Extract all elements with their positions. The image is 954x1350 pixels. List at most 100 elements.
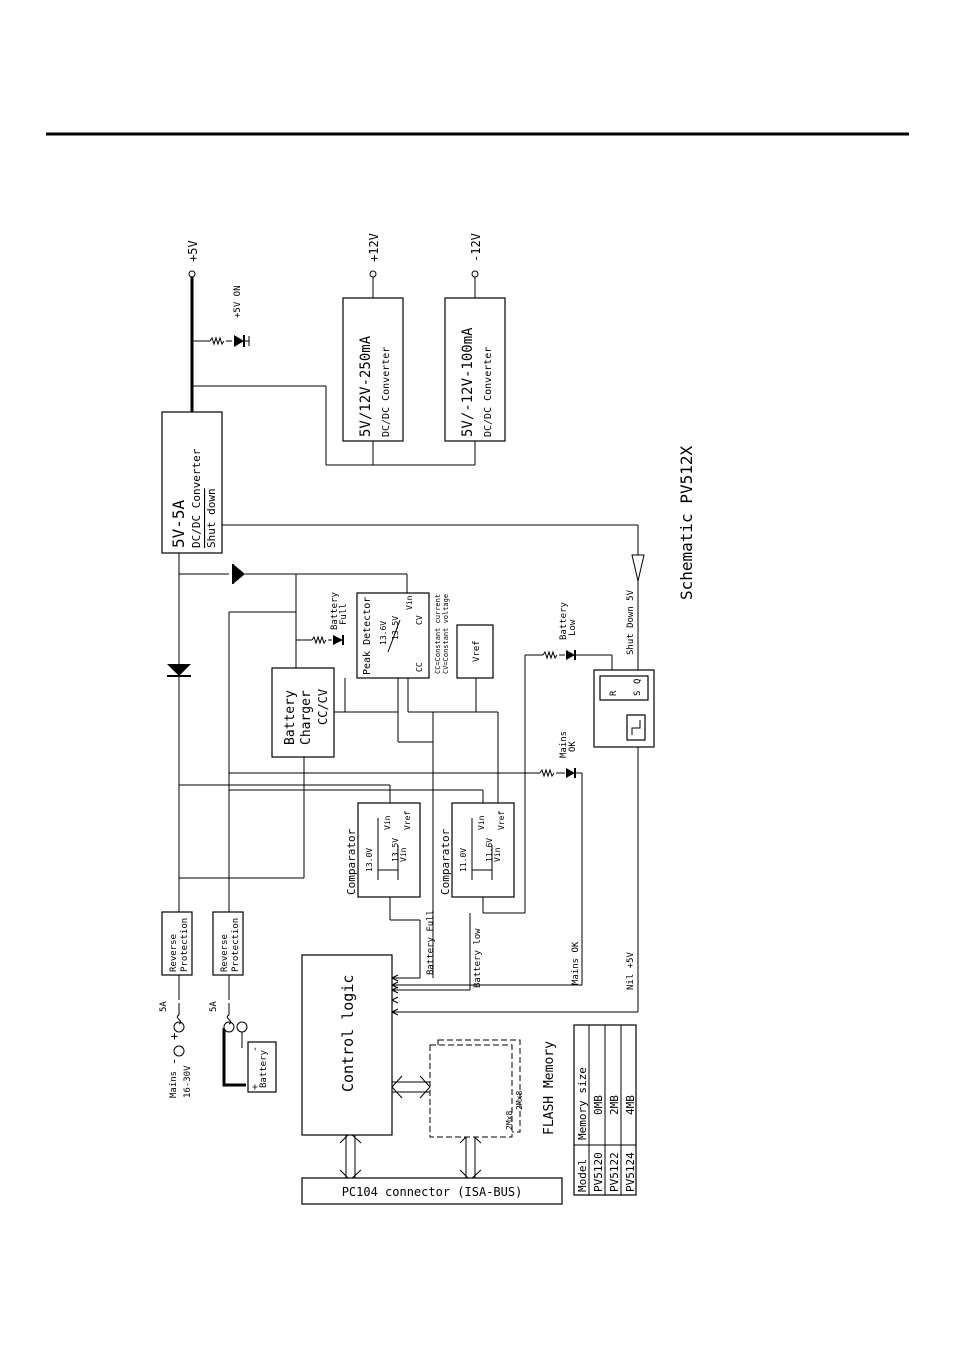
- memory-table-size-1: 2MB: [608, 1095, 621, 1115]
- memory-table-model-1: PV5122: [608, 1152, 621, 1192]
- ff-r: R: [609, 690, 619, 696]
- memory-size-table: [573, 1024, 637, 1196]
- mains-label-2: 16-30V: [183, 1065, 193, 1098]
- dcdc-5v-block: [161, 411, 223, 554]
- dcdc-5v-subtitle: DC/DC Converter: [190, 448, 203, 548]
- comparator-1-v1: 13.0V: [365, 848, 374, 872]
- signal-battery-full: Battery Full: [426, 910, 436, 975]
- fuses: [173, 1014, 248, 1057]
- led-mains-ok: [566, 768, 576, 778]
- ff-s: S: [633, 691, 643, 696]
- rp1-line-1: Reverse: [169, 934, 179, 972]
- peak-note-2: CV=Constant voltage: [442, 594, 450, 674]
- mains-ok-led-label-2: OK: [568, 741, 578, 752]
- dcdc-minus12v-title: 5V/-12V-100mA: [460, 327, 476, 437]
- peak-note-1: CC=Constant current: [434, 594, 442, 674]
- led-battery-full: [333, 635, 344, 645]
- dcdc-12v-title: 5V/12V-250mA: [358, 335, 374, 437]
- shutdown-buffer: [631, 554, 645, 582]
- output-12v-label: +12V: [367, 233, 381, 262]
- memory-table-header-size: Memory size: [576, 1067, 589, 1140]
- mains-label-1: Mains: [169, 1071, 179, 1098]
- rp2-line-2: Protection: [231, 918, 241, 972]
- fuse-1-label: 5A: [159, 1001, 169, 1012]
- battery-low-led-label-2: Low: [568, 619, 578, 636]
- peak-vin: Vin: [405, 595, 414, 610]
- output-minus12v-label: -12V: [469, 233, 483, 262]
- battery-full-led-label-1: Battery: [330, 591, 340, 630]
- dcdc-12v-subtitle: DC/DC Converter: [381, 347, 392, 437]
- vref-label: Vref: [472, 640, 482, 662]
- diode-charge: [232, 564, 245, 584]
- mains-minus-label: -: [167, 1058, 181, 1065]
- comparator-2-graph: [471, 818, 493, 880]
- memory-table-model-0: PV5120: [592, 1152, 605, 1192]
- reverse-protection-2: [212, 911, 244, 976]
- comparator-1-graph: [377, 818, 399, 880]
- comparator-1-vref: Vref: [403, 811, 412, 830]
- comparator-2-vin2: Vin: [493, 847, 502, 862]
- battery-full-led-label-2: Full: [339, 603, 349, 625]
- mains-ok-led-label-1: Mains: [559, 731, 569, 758]
- peak-switch: [387, 619, 401, 653]
- comparator-2-vin: Vin: [477, 815, 486, 830]
- memory-table-header-model: Model: [576, 1159, 589, 1192]
- battery-low-led-label-1: Battery: [559, 601, 569, 640]
- peak-detector-title: Peak Detector: [362, 597, 373, 675]
- pulse-symbol: [631, 720, 641, 735]
- flash-chip-2: 2Mx8: [515, 1091, 524, 1110]
- signal-mains-ok: Mains OK: [571, 941, 581, 985]
- rs-latch: [599, 675, 649, 701]
- comparator-2-vref: Vref: [497, 811, 506, 830]
- output-terminals: [188, 270, 479, 278]
- control-logic-label: Control logic: [339, 975, 357, 1092]
- pc104-connector-label: PC104 connector (ISA-BUS): [342, 1185, 523, 1199]
- comparator-1-block: [357, 802, 421, 898]
- comparator-2-title: Comparator: [439, 828, 452, 895]
- reverse-protection-1: [161, 911, 193, 976]
- battery-plus: +: [250, 1084, 261, 1090]
- pc104-connector-block: [301, 1177, 563, 1205]
- dcdc-5v-shutdown: Shut down: [205, 488, 218, 548]
- dcdc-5v-title: 5V-5A: [169, 499, 188, 548]
- signal-nil-5v: Nil +5V: [626, 951, 636, 990]
- comparator-1-vin2: Vin: [399, 847, 408, 862]
- flash-chip-1: 2Mx8: [505, 1111, 514, 1130]
- led-battery-low: [566, 650, 576, 660]
- control-logic-block: [301, 954, 393, 1136]
- memory-table-size-0: 0MB: [592, 1095, 605, 1115]
- diode-series: [167, 664, 191, 677]
- flash-memory-title: FLASH Memory: [542, 1041, 557, 1135]
- comparator-1-title: Comparator: [345, 828, 358, 895]
- schematic-title: Schematic PV512X: [677, 446, 696, 600]
- peak-cv: CV: [415, 615, 424, 625]
- battery-block: [247, 1041, 277, 1093]
- memory-table-model-2: PV5124: [624, 1152, 637, 1192]
- vref-block: [456, 624, 494, 679]
- charger-mode: CC/CV: [316, 689, 330, 725]
- fuse-2-label: 5A: [209, 1001, 219, 1012]
- mains-plus-label: +: [167, 1033, 181, 1040]
- peak-detector-block: [356, 592, 430, 679]
- dcdc-minus12v-subtitle: DC/DC Converter: [483, 347, 494, 437]
- ff-q: Q: [633, 679, 643, 684]
- memory-table-size-2: 4MB: [624, 1095, 637, 1115]
- led-5v-on: [234, 335, 250, 347]
- dcdc-12v-block: [342, 297, 404, 442]
- shutdown-5v-label: Shut Down 5V: [626, 589, 636, 655]
- comparator-1-v2: 13.5V: [391, 838, 400, 862]
- charger-title-1: Battery: [283, 690, 298, 745]
- labels-layer: +5V +12V -12V +5V ON 5V-5A DC/DC Convert…: [159, 233, 696, 1192]
- comparator-2-v1: 11.0V: [459, 848, 468, 872]
- flash-memory-block: [429, 1039, 521, 1138]
- battery-label: Battery: [259, 1049, 269, 1088]
- led-5v-on-label: +5V ON: [233, 285, 243, 318]
- wiring: [178, 277, 639, 1181]
- rp2-line-1: Reverse: [220, 934, 230, 972]
- battery-minus: -: [250, 1046, 261, 1052]
- comparator-1-vin: Vin: [383, 815, 392, 830]
- peak-v2: 13.5V: [391, 616, 400, 640]
- charger-title-2: Charger: [299, 690, 314, 745]
- battery-charger-block: [271, 667, 335, 758]
